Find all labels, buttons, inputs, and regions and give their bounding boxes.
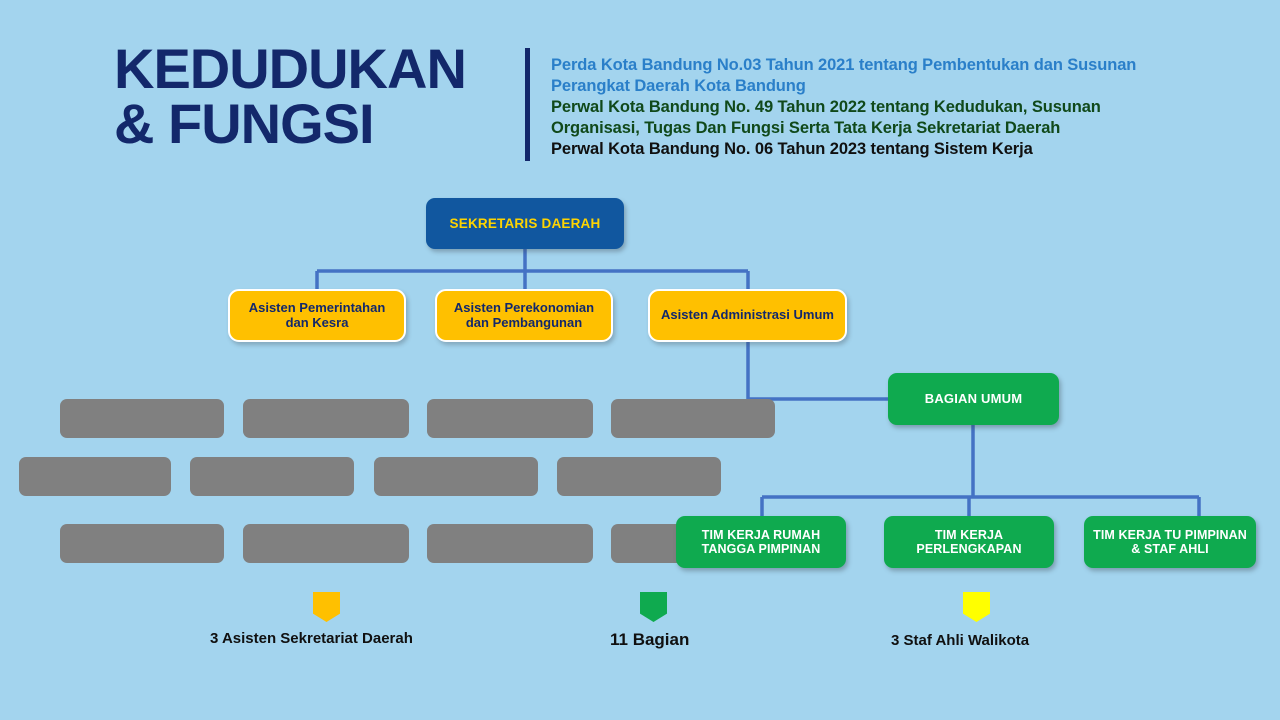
placeholder-block — [374, 457, 538, 496]
placeholder-block — [60, 524, 224, 563]
header: KEDUDUKAN & FUNGSI Perda Kota Bandung No… — [0, 0, 1280, 185]
node-sekretaris-daerah[interactable]: SEKRETARIS DAERAH — [426, 198, 624, 249]
placeholder-block — [190, 457, 354, 496]
title-divider — [525, 48, 530, 161]
regulation-item-perwal-2022: Perwal Kota Bandung No. 49 Tahun 2022 te… — [551, 98, 1101, 137]
regulation-item-perda-2021: Perda Kota Bandung No.03 Tahun 2021 tent… — [551, 56, 1137, 95]
node-bagian-umum[interactable]: BAGIAN UMUM — [888, 373, 1059, 425]
placeholder-block — [243, 399, 409, 438]
placeholder-block — [60, 399, 224, 438]
legend-label-staf-ahli: 3 Staf Ahli Walikota — [891, 632, 1030, 649]
regulation-list: Perda Kota Bandung No.03 Tahun 2021 tent… — [551, 55, 1161, 160]
node-asisten-administrasi-umum[interactable]: Asisten Administrasi Umum — [648, 289, 847, 342]
legend-label-bagian: 11 Bagian — [610, 630, 690, 649]
placeholder-block — [427, 399, 593, 438]
node-asisten-perekonomian-dan-pembangunan[interactable]: Asisten Perekonomian dan Pembangunan — [435, 289, 613, 342]
page-title-line-2: & FUNGSI — [114, 91, 375, 155]
legend-label-asisten: 3 Asisten Sekretariat Daerah — [210, 630, 413, 647]
placeholder-block — [557, 457, 721, 496]
placeholder-block — [427, 524, 593, 563]
page-title: KEDUDUKAN & FUNGSI — [114, 37, 514, 155]
placeholder-block — [19, 457, 171, 496]
node-tim-kerja-rumah-tangga-pimpinan[interactable]: TIM KERJA RUMAH TANGGA PIMPINAN — [676, 516, 846, 568]
connector-asisten3-to-bagian-umum — [746, 342, 888, 401]
node-asisten-pemerintahan-dan-kesra[interactable]: Asisten Pemerintahan dan Kesra — [228, 289, 406, 342]
node-tim-kerja-perlengkapan[interactable]: TIM KERJA PERLENGKAPAN — [884, 516, 1054, 568]
page-title-line-1: KEDUDUKAN — [114, 37, 467, 100]
regulation-item-perwal-2023: Perwal Kota Bandung No. 06 Tahun 2023 te… — [551, 140, 1033, 158]
placeholder-block — [611, 399, 775, 438]
node-tim-kerja-tu-pimpinan-staf-ahli[interactable]: TIM KERJA TU PIMPINAN & STAF AHLI — [1084, 516, 1256, 568]
placeholder-block — [243, 524, 409, 563]
